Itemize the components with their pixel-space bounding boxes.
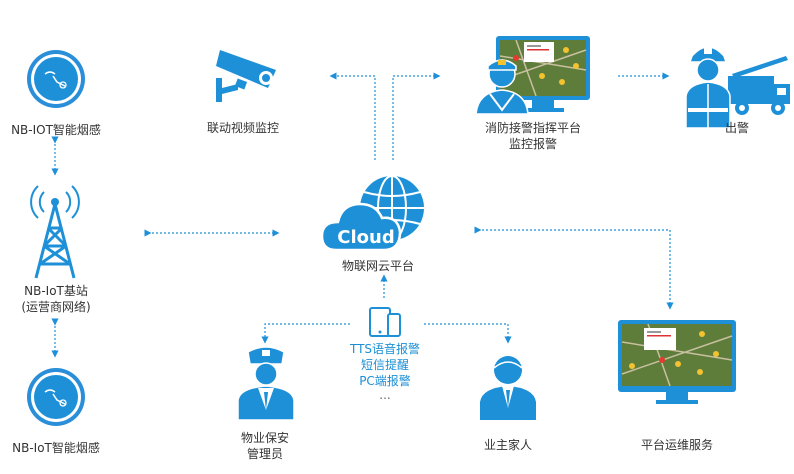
smoke-detector-top-icon bbox=[25, 48, 87, 114]
dispatch-label: 出警 bbox=[724, 121, 750, 135]
fire-platform-label-line2: 监控报警 bbox=[508, 137, 558, 151]
cloud-text: Cloud bbox=[337, 227, 395, 248]
fire-platform-label-line1: 消防接警指挥平台 bbox=[484, 121, 582, 135]
smoke-top-label: NB-IOT智能烟感 bbox=[11, 123, 101, 137]
signal-tower-icon bbox=[22, 180, 88, 284]
alert-pc-label: PC端报警 bbox=[359, 374, 411, 388]
link-cloud-fire bbox=[392, 72, 441, 160]
link-cloud-ops bbox=[474, 226, 674, 310]
home-owner-icon bbox=[478, 352, 538, 424]
alert-sms-label: 短信提醒 bbox=[360, 358, 410, 372]
security-guard-icon bbox=[236, 344, 296, 424]
alert-tts-label: TTS语音报警 bbox=[349, 342, 421, 356]
cloud-platform-label: 物联网云平台 bbox=[341, 259, 415, 273]
owner-label: 业主家人 bbox=[483, 438, 533, 452]
devices-icon bbox=[368, 306, 402, 342]
video-label: 联动视频监控 bbox=[206, 121, 280, 135]
link-alerts-guard bbox=[261, 323, 350, 344]
smoke-detector-bottom-icon bbox=[25, 366, 87, 432]
guard-label-line2: 管理员 bbox=[246, 447, 284, 461]
ops-monitor-icon bbox=[618, 320, 736, 408]
ops-label: 平台运维服务 bbox=[640, 438, 714, 452]
link-alerts-owner bbox=[424, 323, 512, 344]
cloud-globe-icon bbox=[320, 174, 432, 258]
link-cloud-video-fire bbox=[329, 72, 376, 160]
firefighter-truck-icon bbox=[682, 38, 792, 136]
fire-command-monitor-icon bbox=[475, 36, 590, 118]
station-label-line1: NB-IoT基站 bbox=[24, 284, 88, 298]
alert-more-label: ... bbox=[379, 388, 391, 402]
guard-label-line1: 物业保安 bbox=[240, 431, 290, 445]
smoke-bottom-label: NB-IoT智能烟感 bbox=[12, 441, 100, 455]
station-label-line2: (运营商网络) bbox=[21, 300, 91, 314]
cctv-camera-icon bbox=[214, 44, 284, 110]
